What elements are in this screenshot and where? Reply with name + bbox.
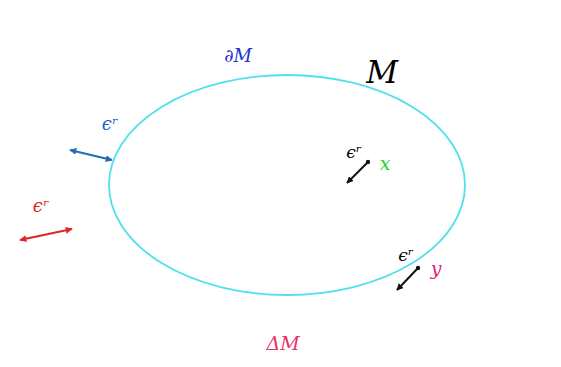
region-label: M bbox=[366, 57, 398, 88]
point-label: x bbox=[380, 154, 391, 173]
ball-region: ϵʳ y bbox=[386, 236, 450, 300]
region-outline bbox=[3, 3, 559, 363]
neighborhood-band: ΔM ∂M Mϵʳ x ϵʳ y bbox=[3, 3, 559, 363]
width-arrow bbox=[20, 229, 72, 240]
radius-label: ϵʳ bbox=[346, 144, 361, 161]
width-arrow bbox=[70, 150, 112, 160]
region-label: ΔM bbox=[266, 334, 299, 353]
point-label: y bbox=[431, 259, 442, 278]
radius-arrow bbox=[397, 268, 418, 290]
manifold-region: ∂M Mϵʳ x bbox=[63, 37, 505, 330]
region-outline bbox=[4, 4, 558, 362]
radius-label: ϵʳ bbox=[398, 247, 413, 264]
ball-region: ϵʳ x bbox=[338, 132, 398, 192]
region-outline bbox=[339, 133, 398, 192]
width-label: ϵʳ bbox=[33, 197, 49, 215]
region-outline bbox=[63, 37, 505, 330]
boundary-label: ∂M bbox=[224, 47, 252, 65]
center-dot bbox=[416, 266, 420, 270]
radius-arrow bbox=[347, 162, 368, 183]
region-outline bbox=[387, 237, 450, 300]
region-outline bbox=[64, 38, 504, 329]
center-dot bbox=[366, 160, 370, 164]
width-label: ϵʳ bbox=[102, 115, 118, 133]
inner-boundary bbox=[109, 75, 465, 295]
